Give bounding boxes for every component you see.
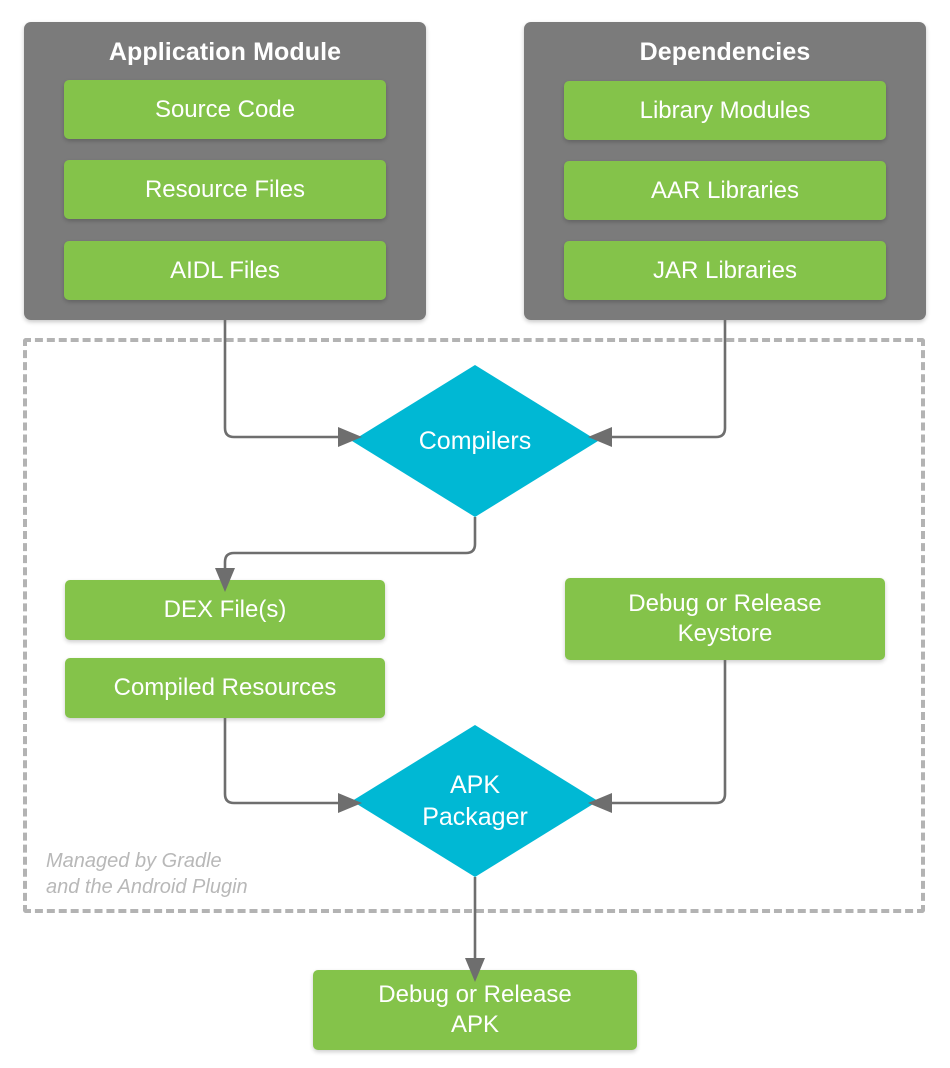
chip-resource-files[interactable]: Resource Files	[64, 160, 386, 219]
artifact-dex-files[interactable]: DEX File(s)	[65, 580, 385, 640]
process-apk-packager[interactable]: APK Packager	[352, 725, 598, 877]
process-compilers[interactable]: Compilers	[352, 365, 598, 517]
group-title-application-module: Application Module	[108, 38, 342, 66]
managed-by-gradle-caption: Managed by Gradle and the Android Plugin	[46, 850, 248, 898]
chip-library-modules[interactable]: Library Modules	[564, 81, 886, 140]
group-title-dependencies: Dependencies	[639, 38, 811, 66]
chip-aar-libraries[interactable]: AAR Libraries	[564, 161, 886, 220]
artifact-output-apk[interactable]: Debug or Release APK	[313, 970, 637, 1050]
chip-source-code[interactable]: Source Code	[64, 80, 386, 139]
artifact-keystore[interactable]: Debug or Release Keystore	[565, 578, 885, 660]
diamond-shape-compilers	[352, 365, 598, 517]
chip-aidl-files[interactable]: AIDL Files	[64, 241, 386, 300]
diamond-shape-apk-packager	[352, 725, 598, 877]
artifact-compiled-resources[interactable]: Compiled Resources	[65, 658, 385, 718]
chip-jar-libraries[interactable]: JAR Libraries	[564, 241, 886, 300]
